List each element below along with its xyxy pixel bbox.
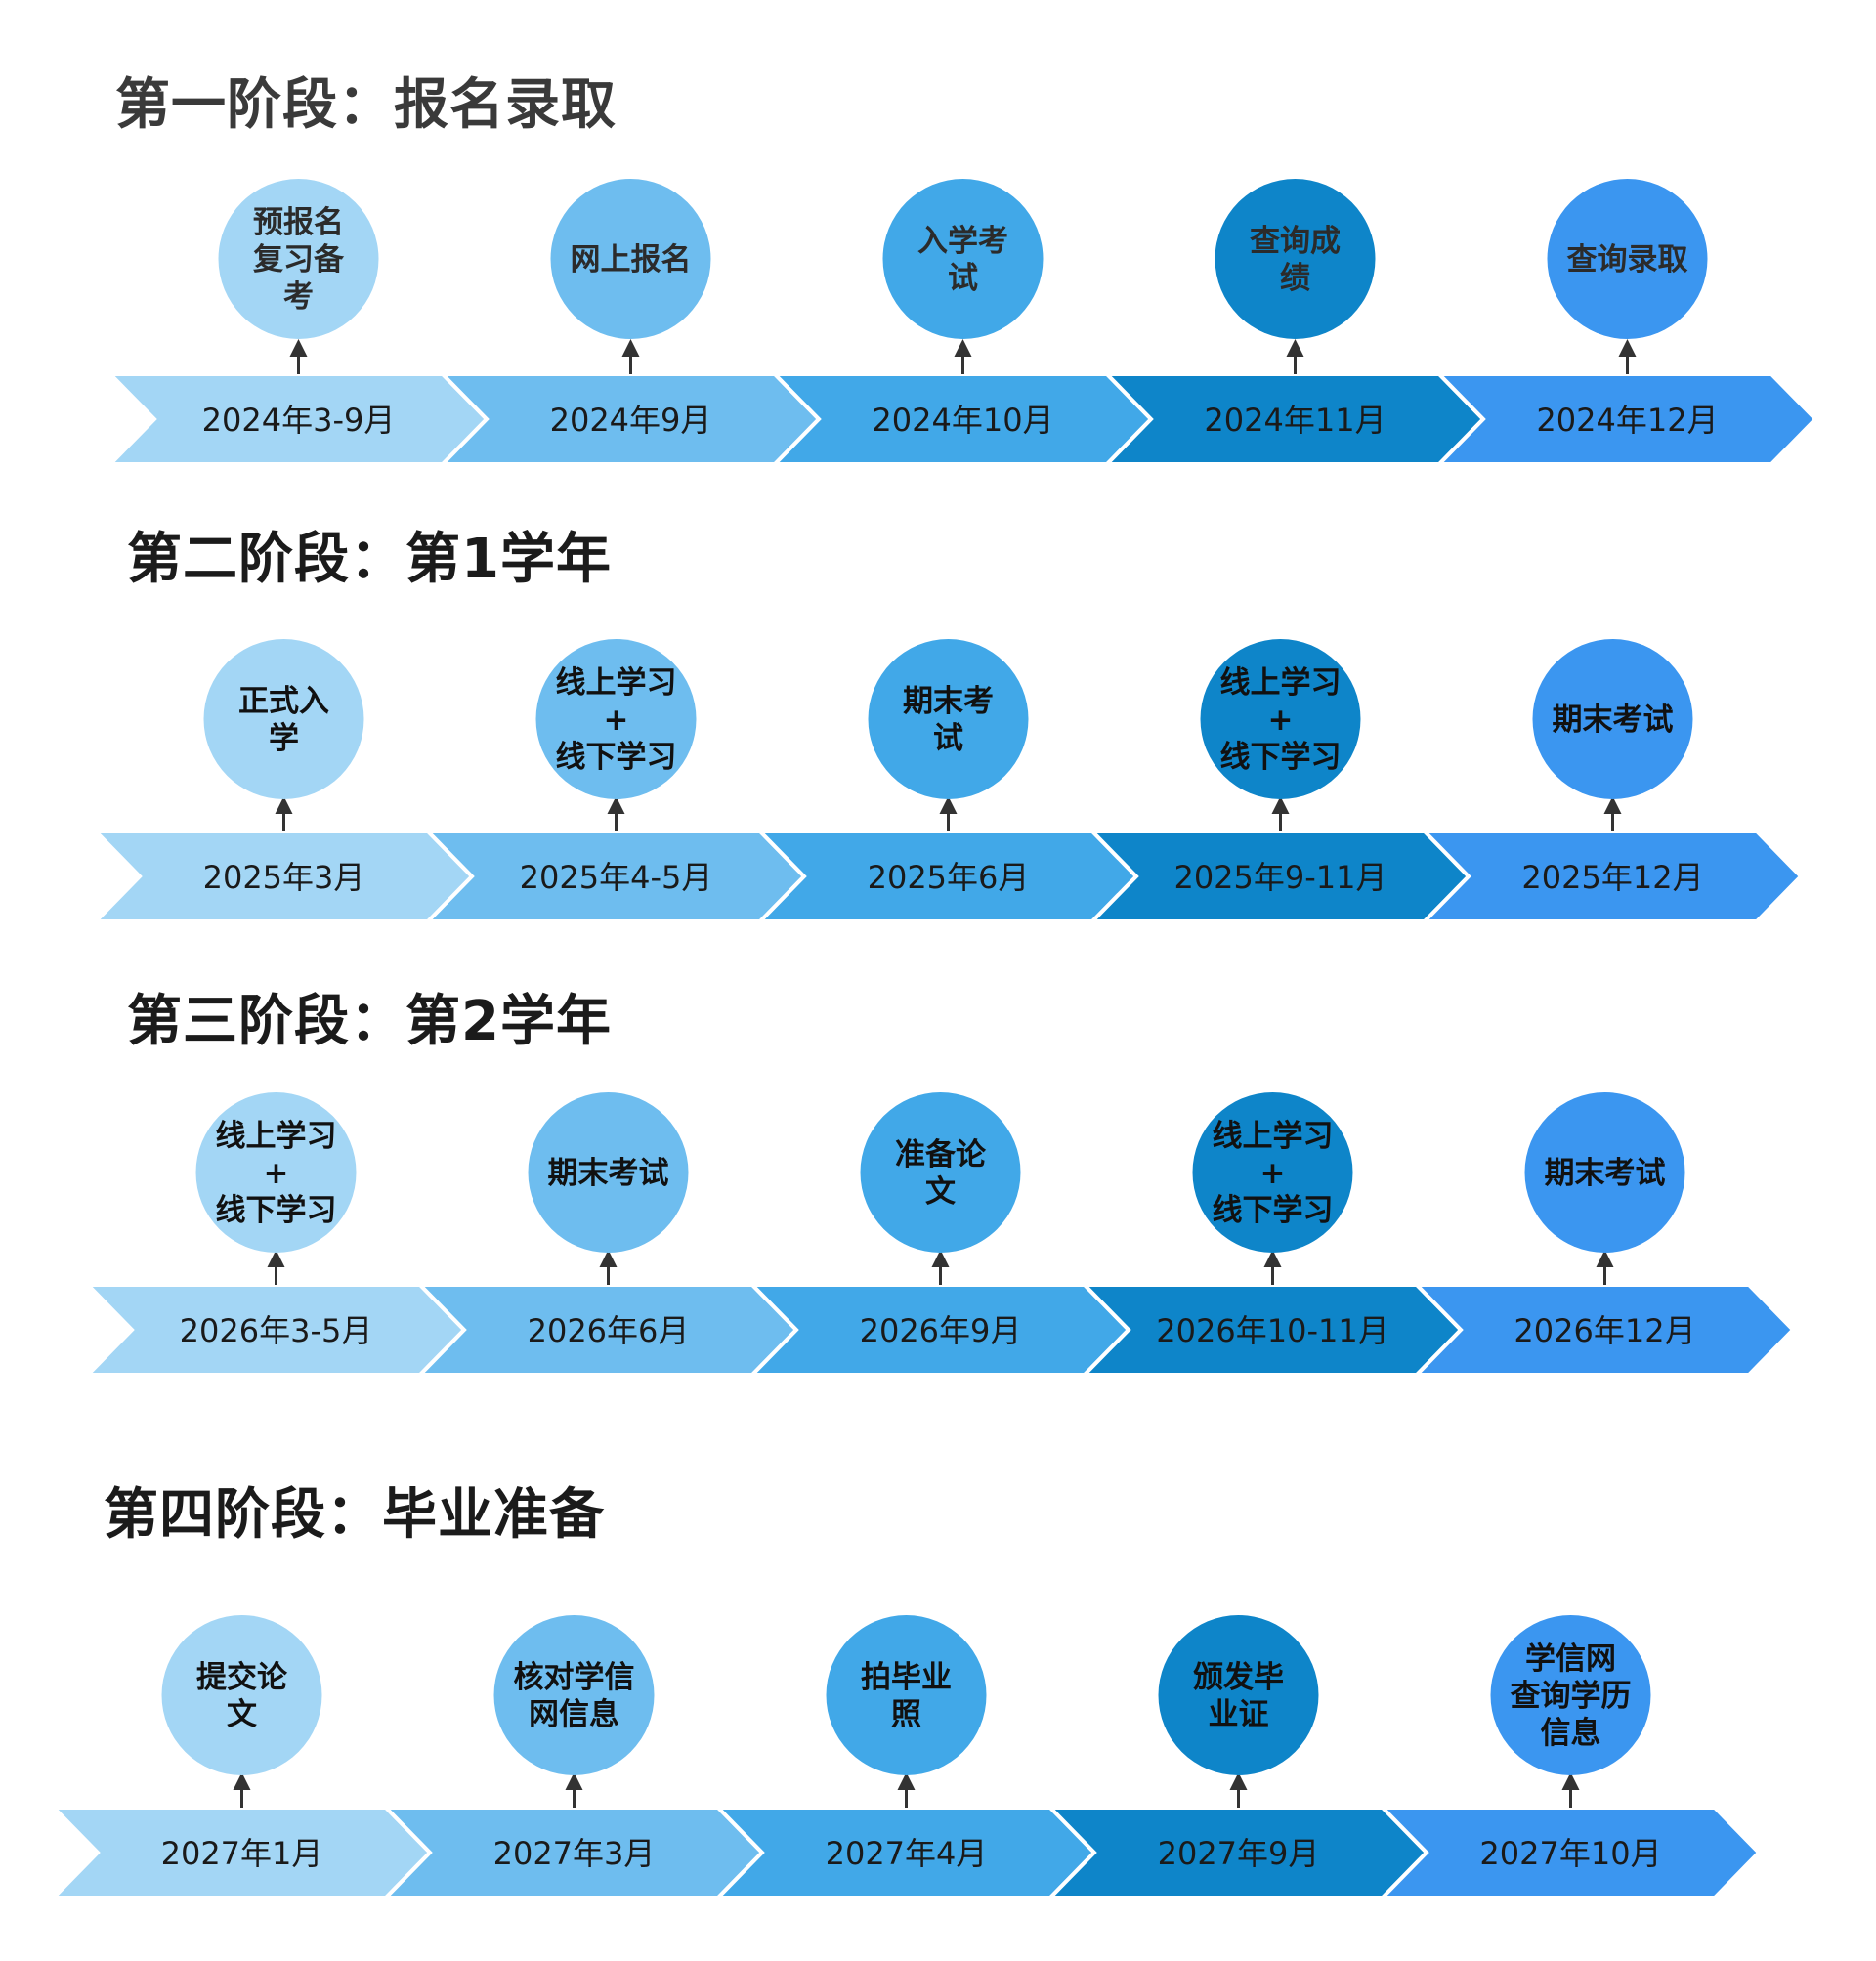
date-label-2: 2024年9月 <box>550 402 712 439</box>
date-label-2: 2025年4-5月 <box>520 859 713 896</box>
milestone-label-2-line-2: + <box>604 703 629 738</box>
milestone-circle-2 <box>528 1092 689 1253</box>
milestone-circle-2 <box>550 179 711 339</box>
milestone-label-1-line-3: 线下学习 <box>216 1193 337 1228</box>
stage-2-title: 第二阶段：第1学年 <box>127 528 612 591</box>
timeline-segment-5 <box>1412 1283 1796 1377</box>
milestone-label-2-line-1: 线上学习 <box>556 665 677 701</box>
milestone-circle-3 <box>868 639 1029 799</box>
date-label-3: 2026年9月 <box>860 1312 1022 1349</box>
milestone-circle-1 <box>218 179 379 339</box>
date-label-4: 2026年10-11月 <box>1156 1312 1388 1349</box>
stage-4-title: 第四阶段：毕业准备 <box>104 1483 605 1547</box>
milestone-label-2-line-1: 核对学信 <box>514 1660 635 1695</box>
milestone-circle-5 <box>1524 1092 1685 1253</box>
milestone-label-4-line-1: 查询成 <box>1250 224 1341 259</box>
milestone-circle-3 <box>826 1615 987 1775</box>
milestone-circle-3 <box>860 1092 1021 1253</box>
milestone-label-1-line-2: + <box>264 1156 289 1191</box>
milestone-label-4-line-2: 绩 <box>1280 261 1310 296</box>
milestone-label-4-line-2: 业证 <box>1209 1697 1269 1732</box>
milestone-label-2-line-2: 网信息 <box>529 1697 619 1732</box>
date-label-4: 2025年9-11月 <box>1173 859 1386 896</box>
timeline-segment-5 <box>1420 830 1804 923</box>
milestone-label-4-line-3: 线下学习 <box>1213 1193 1334 1228</box>
milestone-label-5-line-3: 信息 <box>1541 1716 1601 1751</box>
milestone-label-1-line-3: 考 <box>283 279 314 315</box>
stage-3-timeline: 2026年3-5月线上学习+线下学习2026年6月期末考试2026年9月准备论文… <box>83 1092 1796 1377</box>
date-label-5: 2027年10月 <box>1479 1835 1661 1872</box>
date-label-3: 2024年10月 <box>872 402 1053 439</box>
milestone-label-4-line-1: 颁发毕 <box>1193 1660 1284 1695</box>
timeline-segment-5 <box>1434 372 1818 466</box>
milestone-label-4-line-2: + <box>1260 1156 1286 1191</box>
milestone-circle-4 <box>1158 1615 1319 1775</box>
date-label-1: 2024年3-9月 <box>202 402 396 439</box>
date-label-4: 2024年11月 <box>1204 402 1386 439</box>
date-label-5: 2025年12月 <box>1521 859 1703 896</box>
milestone-circle-4 <box>1200 639 1361 799</box>
milestone-circle-1 <box>161 1615 322 1775</box>
milestone-label-3-line-2: 照 <box>891 1697 921 1732</box>
date-label-1: 2027年1月 <box>161 1835 323 1872</box>
milestone-label-3-line-2: 文 <box>925 1174 956 1210</box>
milestone-label-5-line-1: 学信网 <box>1525 1641 1616 1677</box>
milestone-label-2-line-1: 网上报名 <box>571 242 692 277</box>
milestone-label-1-line-1: 正式入 <box>238 684 329 719</box>
milestone-circle-5 <box>1532 639 1693 799</box>
milestone-label-5-line-1: 期末考试 <box>1553 703 1674 738</box>
date-label-1: 2026年3-5月 <box>180 1312 373 1349</box>
date-label-3: 2025年6月 <box>868 859 1030 896</box>
milestone-circle-5 <box>1547 179 1708 339</box>
milestone-label-3-line-1: 准备论 <box>895 1137 987 1172</box>
milestone-label-3-line-2: 试 <box>933 721 963 756</box>
milestone-circle-2 <box>535 639 697 799</box>
date-label-3: 2027年4月 <box>826 1835 988 1872</box>
milestone-label-3-line-1: 期末考 <box>903 684 994 719</box>
milestone-label-4-line-1: 线上学习 <box>1213 1119 1334 1154</box>
milestone-circle-5 <box>1490 1615 1651 1775</box>
milestone-circle-1 <box>203 639 364 799</box>
milestone-label-4-line-1: 线上学习 <box>1220 665 1342 701</box>
milestone-label-2-line-1: 期末考试 <box>548 1156 669 1191</box>
milestone-circle-3 <box>882 179 1044 339</box>
milestone-label-1-line-2: 学 <box>269 721 299 756</box>
milestone-label-5-line-1: 期末考试 <box>1545 1156 1666 1191</box>
milestone-circle-2 <box>493 1615 655 1775</box>
milestone-label-4-line-3: 线下学习 <box>1220 740 1342 775</box>
milestone-label-1-line-2: 复习备 <box>253 242 345 277</box>
milestone-label-3-line-2: 试 <box>948 261 978 296</box>
milestone-label-5-line-1: 查询录取 <box>1567 242 1688 277</box>
date-label-1: 2025年3月 <box>203 859 365 896</box>
milestone-label-1-line-1: 预报名 <box>253 205 344 240</box>
milestone-label-4-line-2: + <box>1268 703 1294 738</box>
milestone-circle-4 <box>1215 179 1376 339</box>
milestone-circle-4 <box>1192 1092 1353 1253</box>
stage-2-timeline: 2025年3月正式入学2025年4-5月线上学习+线下学习2025年6月期末考试… <box>91 639 1804 923</box>
stage-1-title: 第一阶段：报名录取 <box>115 73 617 137</box>
milestone-label-1-line-1: 线上学习 <box>216 1119 337 1154</box>
milestone-label-3-line-1: 入学考 <box>917 224 1008 259</box>
date-label-2: 2027年3月 <box>493 1835 656 1872</box>
milestone-label-3-line-1: 拍毕业 <box>861 1660 952 1695</box>
date-label-5: 2024年12月 <box>1536 402 1718 439</box>
milestone-label-2-line-3: 线下学习 <box>556 740 677 775</box>
stage-3-title: 第三阶段：第2学年 <box>127 990 612 1053</box>
milestone-circle-1 <box>195 1092 357 1253</box>
date-label-5: 2026年12月 <box>1514 1312 1695 1349</box>
timeline-segment-5 <box>1378 1806 1762 1899</box>
date-label-2: 2026年6月 <box>528 1312 690 1349</box>
date-label-4: 2027年9月 <box>1158 1835 1320 1872</box>
milestone-label-1-line-1: 提交论 <box>196 1660 288 1695</box>
milestone-label-5-line-2: 查询学历 <box>1511 1679 1632 1714</box>
milestone-label-1-line-2: 文 <box>227 1697 257 1732</box>
